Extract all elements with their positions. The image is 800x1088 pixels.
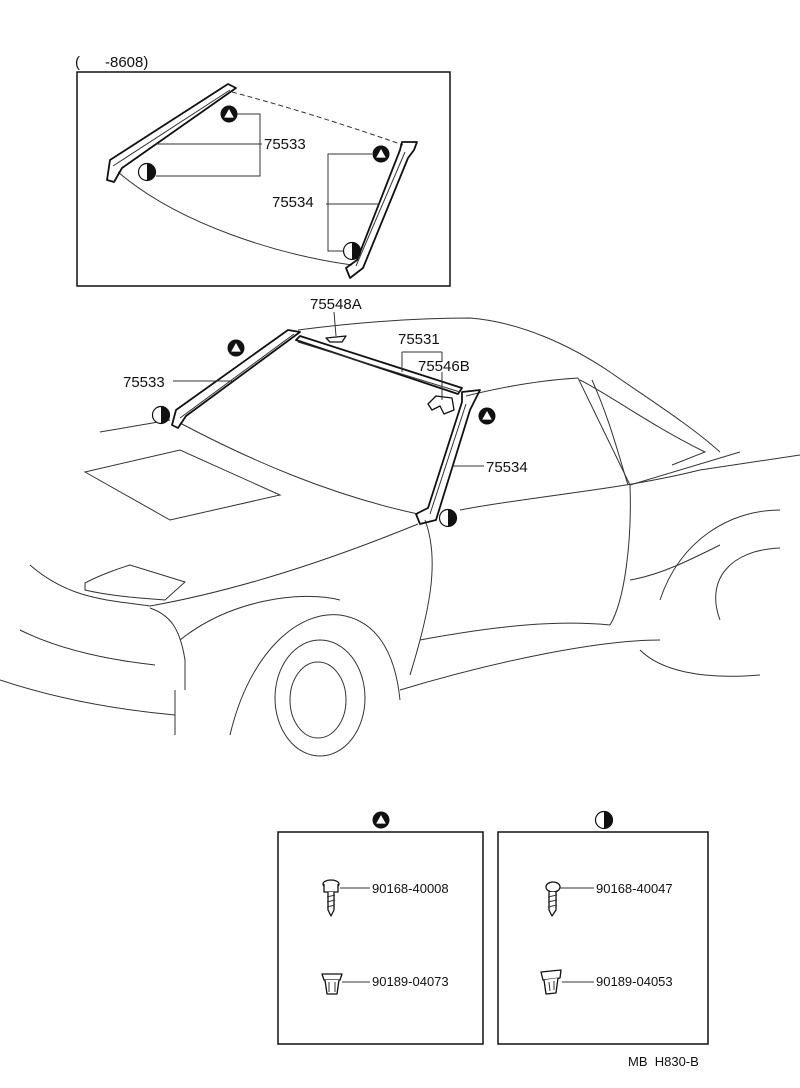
range-note: ( -8608) bbox=[75, 54, 148, 71]
diagram-code: MB H830-B bbox=[628, 1054, 699, 1069]
belt-line bbox=[459, 454, 800, 511]
half-circle-symbol-icon bbox=[151, 405, 171, 425]
label-main-75546b: 75546B bbox=[418, 358, 470, 375]
main-parts: 75548A 75531 75546B 75533 75534 bbox=[123, 296, 528, 528]
half-circle-symbol-icon bbox=[438, 508, 458, 528]
roof-line bbox=[297, 317, 721, 453]
triangle-symbol-icon bbox=[372, 145, 390, 163]
inset-glass-bottom bbox=[117, 171, 353, 266]
label-main-75548a: 75548A bbox=[310, 296, 362, 313]
headlamp bbox=[84, 564, 186, 601]
door-front-edge bbox=[409, 519, 433, 676]
half-circle-symbol-icon bbox=[342, 241, 362, 261]
inset-moulding-left-line bbox=[112, 89, 231, 167]
leader-bracket-75533 bbox=[156, 113, 261, 177]
legend-triangle: 90168-40008 90189-04073 bbox=[277, 811, 484, 1045]
leader-bracket-75534 bbox=[327, 153, 372, 252]
label-main-75531: 75531 bbox=[398, 331, 440, 348]
pillar-moulding-right bbox=[415, 389, 481, 525]
label-inset-75534: 75534 bbox=[272, 194, 314, 211]
legend-halfcircle: 90168-40047 90189-04053 bbox=[497, 810, 709, 1045]
rear-wheel bbox=[715, 547, 781, 621]
triangle-symbol-icon bbox=[478, 407, 496, 425]
part-number: 90189-04073 bbox=[372, 974, 449, 989]
door-bottom bbox=[419, 622, 611, 641]
half-circle-symbol-icon bbox=[137, 162, 157, 182]
hood-panel bbox=[83, 449, 282, 521]
inset-glass-top bbox=[231, 91, 404, 146]
clip-icon bbox=[321, 973, 343, 995]
bumper-top bbox=[19, 629, 156, 666]
pillar-moulding-left bbox=[171, 329, 301, 429]
half-filled-circle-icon bbox=[594, 810, 614, 830]
door-glass-line bbox=[591, 379, 629, 486]
screw-icon bbox=[322, 879, 340, 917]
part-number: 90168-40047 bbox=[596, 881, 673, 896]
label-main-75534: 75534 bbox=[486, 459, 528, 476]
triangle-symbol-icon bbox=[220, 105, 238, 123]
inset-moulding-left bbox=[106, 83, 237, 183]
inset-moulding-right-line bbox=[355, 151, 406, 267]
legend-halfcircle-frame bbox=[497, 831, 709, 1045]
rear-quarter-line bbox=[629, 544, 721, 581]
screw-icon bbox=[545, 881, 561, 917]
leader-75548a bbox=[333, 311, 337, 337]
front-wheel-arch bbox=[229, 614, 401, 736]
rear-quarter-glass bbox=[579, 379, 707, 466]
roof-moulding-line bbox=[297, 341, 461, 393]
front-wheel-hub bbox=[289, 661, 347, 739]
pillar-moulding-left-line bbox=[179, 333, 295, 419]
triangle-symbol-icon bbox=[227, 339, 245, 357]
clip-75546b bbox=[427, 395, 455, 415]
windshield-bottom bbox=[179, 422, 419, 515]
hood-front-edge bbox=[29, 523, 419, 607]
legend-triangle-frame bbox=[277, 831, 484, 1045]
clip-75548a bbox=[325, 335, 347, 343]
inset-moulding-right bbox=[345, 141, 418, 279]
side-window-outline bbox=[577, 377, 741, 486]
fender-crease bbox=[179, 595, 341, 641]
part-number: 90189-04053 bbox=[596, 974, 673, 989]
roof-moulding bbox=[295, 335, 463, 395]
part-number: 90168-40008 bbox=[372, 881, 449, 896]
rear-sill bbox=[639, 649, 761, 677]
door-rear-edge bbox=[609, 484, 631, 626]
label-main-75533: 75533 bbox=[123, 374, 165, 391]
fender-front-edge bbox=[149, 607, 186, 690]
leader-75531-bracket bbox=[401, 351, 443, 372]
front-wheel bbox=[274, 639, 366, 757]
triangle-in-circle-icon bbox=[372, 811, 390, 829]
car-body-illustration bbox=[0, 317, 800, 757]
inset-early-model: ( -8608) 75533 75534 bbox=[75, 54, 451, 287]
roof-rear-edge bbox=[465, 377, 579, 397]
pillar-moulding-right-line bbox=[429, 403, 467, 515]
bumper-bottom bbox=[0, 679, 176, 716]
rocker-line bbox=[399, 639, 661, 691]
clip-icon bbox=[540, 969, 562, 995]
label-inset-75533: 75533 bbox=[264, 136, 306, 153]
rear-wheel-arch bbox=[659, 509, 781, 601]
inset-frame bbox=[76, 71, 451, 287]
